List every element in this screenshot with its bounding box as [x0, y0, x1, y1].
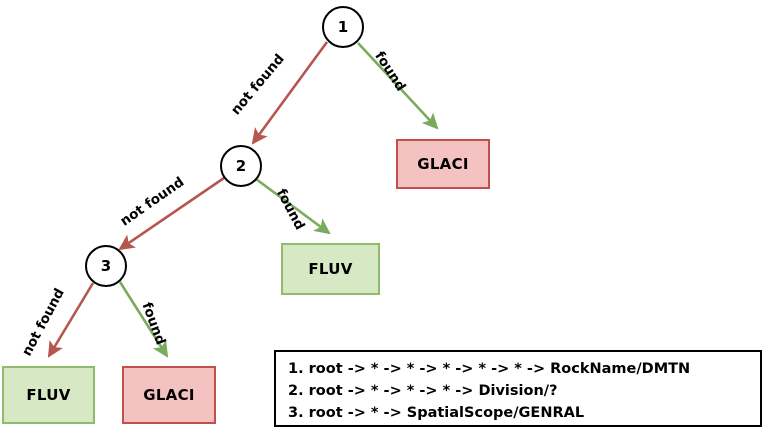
node-label: 2: [235, 157, 247, 175]
decision-node-3[interactable]: 3: [85, 245, 127, 287]
decision-node-2[interactable]: 2: [220, 145, 262, 187]
legend-line-2: 2. root -> * -> * -> * -> Division/?: [288, 383, 558, 399]
leaf-label: GLACI: [143, 386, 195, 404]
edge-line-1-found: [357, 42, 439, 130]
leaf-box-fluv-bottom[interactable]: FLUV: [2, 366, 95, 424]
leaf-label: FLUV: [308, 260, 353, 278]
edge-line-2-found: [255, 177, 331, 235]
edge-line-3-found: [118, 281, 169, 358]
node-label: 1: [337, 18, 349, 36]
leaf-box-glaci-top[interactable]: GLACI: [396, 139, 490, 189]
leaf-box-glaci-bottom[interactable]: GLACI: [122, 366, 216, 424]
edge-line-1-notfound: [251, 41, 329, 145]
leaf-label: FLUV: [26, 386, 71, 404]
edge-line-2-notfound: [118, 176, 225, 251]
path-legend-box: 1. root -> * -> * -> * -> * -> * -> Rock…: [274, 350, 762, 427]
decision-node-1[interactable]: 1: [322, 6, 364, 48]
edge-line-3-notfound: [47, 282, 95, 358]
legend-line-1: 1. root -> * -> * -> * -> * -> * -> Rock…: [288, 361, 691, 377]
leaf-label: GLACI: [417, 155, 469, 173]
node-label: 3: [100, 257, 112, 275]
legend-line-3: 3. root -> * -> SpatialScope/GENRAL: [288, 405, 585, 421]
leaf-box-fluv-middle[interactable]: FLUV: [281, 243, 380, 295]
